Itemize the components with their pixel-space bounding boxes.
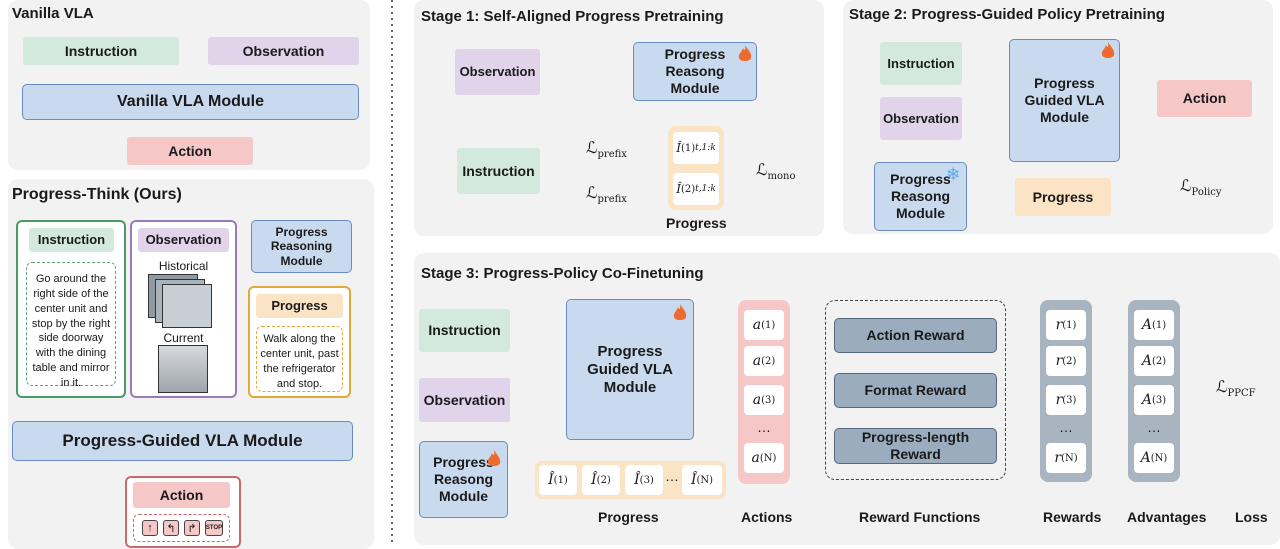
stage3-instruction-box: Instruction [419, 309, 510, 352]
format-reward-box: Format Reward [834, 373, 997, 408]
think-instruction-text: Go around the right side of the center u… [31, 273, 111, 389]
advantage-token-1: A(1) [1134, 310, 1174, 340]
fire-icon [673, 304, 687, 320]
historical-frame-3 [162, 284, 212, 328]
vanilla-observation-box: Observation [208, 37, 359, 65]
snowflake-icon: ❄ [946, 165, 961, 184]
think-vla-module: Progress-Guided VLA Module [12, 421, 353, 461]
stage3-title: Stage 3: Progress-Policy Co-Finetuning [421, 265, 704, 282]
footer-advantages: Advantages [1127, 509, 1207, 525]
turn-right-icon: ↱ [184, 520, 200, 536]
advantage-token-2: A(2) [1134, 346, 1174, 376]
think-progress-label: Progress [256, 294, 343, 318]
turn-left-icon: ↰ [163, 520, 179, 536]
fire-icon [1101, 42, 1115, 58]
stage2-progress-box: Progress [1015, 178, 1111, 216]
reward-token-3: r(3) [1046, 385, 1086, 415]
footer-progress: Progress [598, 509, 659, 525]
stage1-observation-box: Observation [455, 49, 540, 95]
vanilla-instruction-box: Instruction [23, 37, 179, 65]
stage1-reasoning-module: Progress Reasong Module [633, 42, 757, 101]
reward-token-2: r(2) [1046, 346, 1086, 376]
stage2-action-box: Action [1157, 80, 1252, 117]
think-action-dashed [133, 514, 230, 542]
stage3-reasoning-module: Progress Reasong Module [419, 441, 508, 518]
stage2-instruction-box: Instruction [880, 42, 962, 85]
stage1-prefix-loss-1: ℒprefix [586, 138, 627, 161]
reward-ellipsis: … [1059, 419, 1073, 435]
action-token-3: a(3) [744, 385, 784, 415]
stage1-instruction-box: Instruction [457, 148, 540, 194]
up-arrow-icon: ↑ [142, 520, 158, 536]
stage2-title: Stage 2: Progress-Guided Policy Pretrain… [849, 6, 1165, 23]
think-action-label: Action [133, 482, 230, 508]
action-token-1: a(1) [744, 310, 784, 340]
stop-icon: STOP [205, 520, 223, 536]
vanilla-action-box: Action [127, 137, 253, 165]
reward-token-n: r(N) [1046, 443, 1086, 473]
think-progress-dashed [256, 326, 343, 392]
footer-reward-functions: Reward Functions [859, 509, 981, 525]
stage1-progress-label: Progress [666, 215, 727, 231]
stage3-ppcf-loss: ℒPPCF [1216, 377, 1256, 400]
stage1-title: Stage 1: Self-Aligned Progress Pretraini… [421, 8, 724, 25]
stage2-policy-loss: ℒPolicy [1180, 176, 1222, 199]
progress-token-1: Î(1) [539, 465, 577, 495]
progress-length-reward-box: Progress-length Reward [834, 428, 997, 464]
stage3-observation-box: Observation [419, 378, 510, 422]
stage3-vla-module: Progress Guided VLA Module [566, 299, 694, 440]
progress-token-n: Î(N) [682, 465, 722, 495]
footer-rewards: Rewards [1043, 509, 1102, 525]
think-instruction-dashed [26, 262, 116, 386]
think-current-label: Current [163, 331, 204, 345]
fire-icon [738, 45, 752, 61]
progress-token-1: Î(1)t,1:k [673, 132, 719, 164]
stage1-panel [414, 0, 824, 236]
advantage-token-n: A(N) [1134, 443, 1174, 473]
stage2-vla-module: Progress Guided VLA Module [1009, 39, 1120, 162]
action-token-n: a(N) [744, 443, 784, 473]
progress-token-2: Î(2)t,1:k [673, 173, 719, 205]
stage1-prefix-loss-2: ℒprefix [586, 183, 627, 206]
action-reward-box: Action Reward [834, 318, 997, 353]
advantage-ellipsis: … [1147, 419, 1161, 435]
stage2-reasoning-module: Progress Reasong Module [874, 162, 967, 231]
stage1-mono-loss: ℒmono [756, 160, 796, 183]
fire-icon [487, 450, 501, 466]
footer-loss: Loss [1235, 509, 1268, 525]
vanilla-vla-module: Vanilla VLA Module [22, 84, 359, 120]
vanilla-title: Vanilla VLA [12, 5, 94, 22]
think-observation-label: Observation [138, 228, 229, 252]
think-instruction-label: Instruction [29, 228, 114, 252]
progress-ellipsis: … [665, 468, 679, 484]
progress-think-title: Progress-Think (Ours) [12, 186, 182, 203]
think-historical-label: Historical [158, 259, 209, 273]
current-frame [158, 345, 208, 393]
stage2-observation-box: Observation [880, 97, 962, 140]
advantage-token-3: A(3) [1134, 385, 1174, 415]
action-token-2: a(2) [744, 346, 784, 376]
reward-functions-frame [825, 300, 1006, 480]
progress-token-3: Î(3) [625, 465, 663, 495]
reward-token-1: r(1) [1046, 310, 1086, 340]
progress-token-2: Î(2) [582, 465, 620, 495]
action-ellipsis: … [757, 419, 771, 435]
think-reasoning-module: Progress Reasoning Module [251, 220, 352, 273]
footer-actions: Actions [741, 509, 793, 525]
think-progress-text: Walk along the center unit, past the ref… [260, 333, 339, 390]
